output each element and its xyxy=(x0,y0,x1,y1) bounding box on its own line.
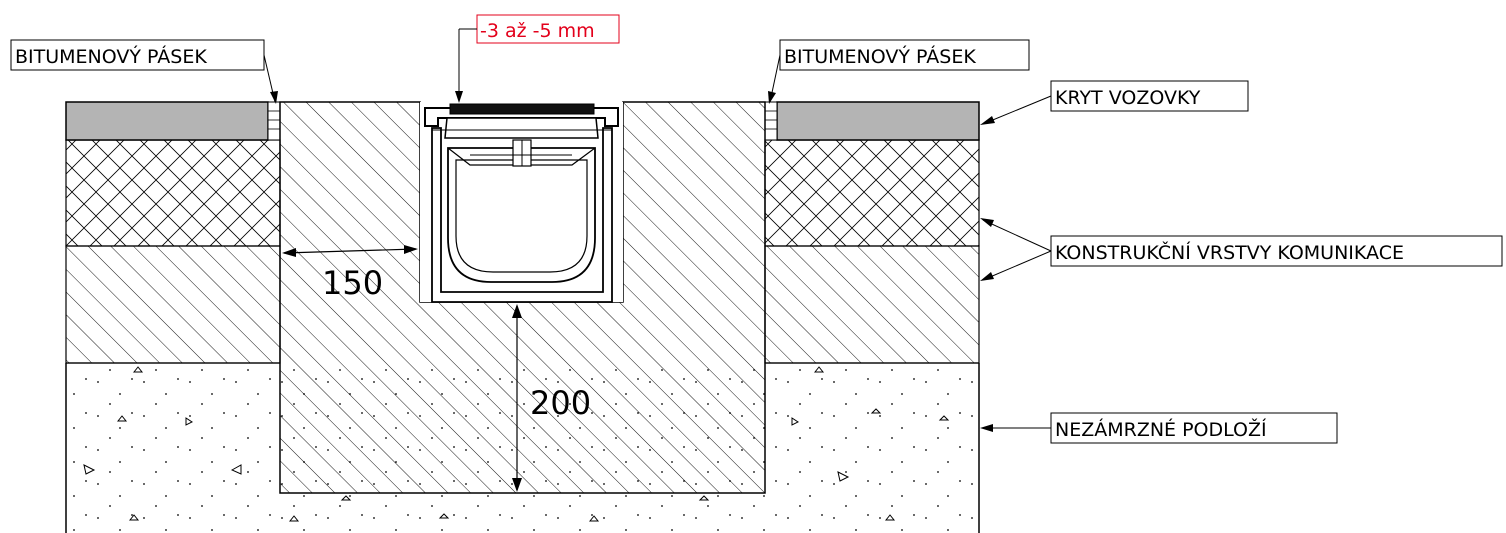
dimension-side-150 xyxy=(282,245,418,257)
base-layer-right xyxy=(764,245,980,364)
svg-text:BITUMENOVÝ PÁSEK: BITUMENOVÝ PÁSEK xyxy=(15,45,207,68)
bitumen-strip-right xyxy=(764,101,778,141)
asphalt-surface-left xyxy=(65,101,269,141)
svg-text:BITUMENOVÝ PÁSEK: BITUMENOVÝ PÁSEK xyxy=(784,45,976,68)
dimension-bottom-200 xyxy=(512,304,522,492)
bitumen-strip-left xyxy=(267,101,281,141)
svg-text:KRYT VOZOVKY: KRYT VOZOVKY xyxy=(1055,87,1201,109)
label-frost-base: NEZÁMRZNÉ PODLOŽÍ xyxy=(980,412,1338,444)
asphalt-surface-right xyxy=(776,101,980,141)
label-bitumen-left: BITUMENOVÝ PÁSEK xyxy=(10,39,278,104)
label-tolerance: -3 až -5 mm xyxy=(455,14,620,103)
svg-text:NEZÁMRZNÉ PODLOŽÍ: NEZÁMRZNÉ PODLOŽÍ xyxy=(1055,418,1267,441)
label-road-cover: KRYT VOZOVKY xyxy=(980,80,1249,125)
sub-base-right xyxy=(764,139,980,247)
sub-base-left xyxy=(65,139,281,247)
svg-text:KONSTRUKČNÍ VRSTVY KOMUNIKACE: KONSTRUKČNÍ VRSTVY KOMUNIKACE xyxy=(1055,240,1404,264)
dimension-side-label: 150 xyxy=(322,264,383,302)
drainage-channel xyxy=(420,102,623,303)
label-bitumen-right: BITUMENOVÝ PÁSEK xyxy=(768,39,1030,104)
label-construction-layers: KONSTRUKČNÍ VRSTVY KOMUNIKACE xyxy=(980,218,1503,281)
aggregate-markers xyxy=(83,366,950,522)
base-layer-left xyxy=(65,245,281,364)
svg-text:-3 až -5 mm: -3 až -5 mm xyxy=(480,20,595,42)
dimension-bottom-label: 200 xyxy=(530,384,591,422)
